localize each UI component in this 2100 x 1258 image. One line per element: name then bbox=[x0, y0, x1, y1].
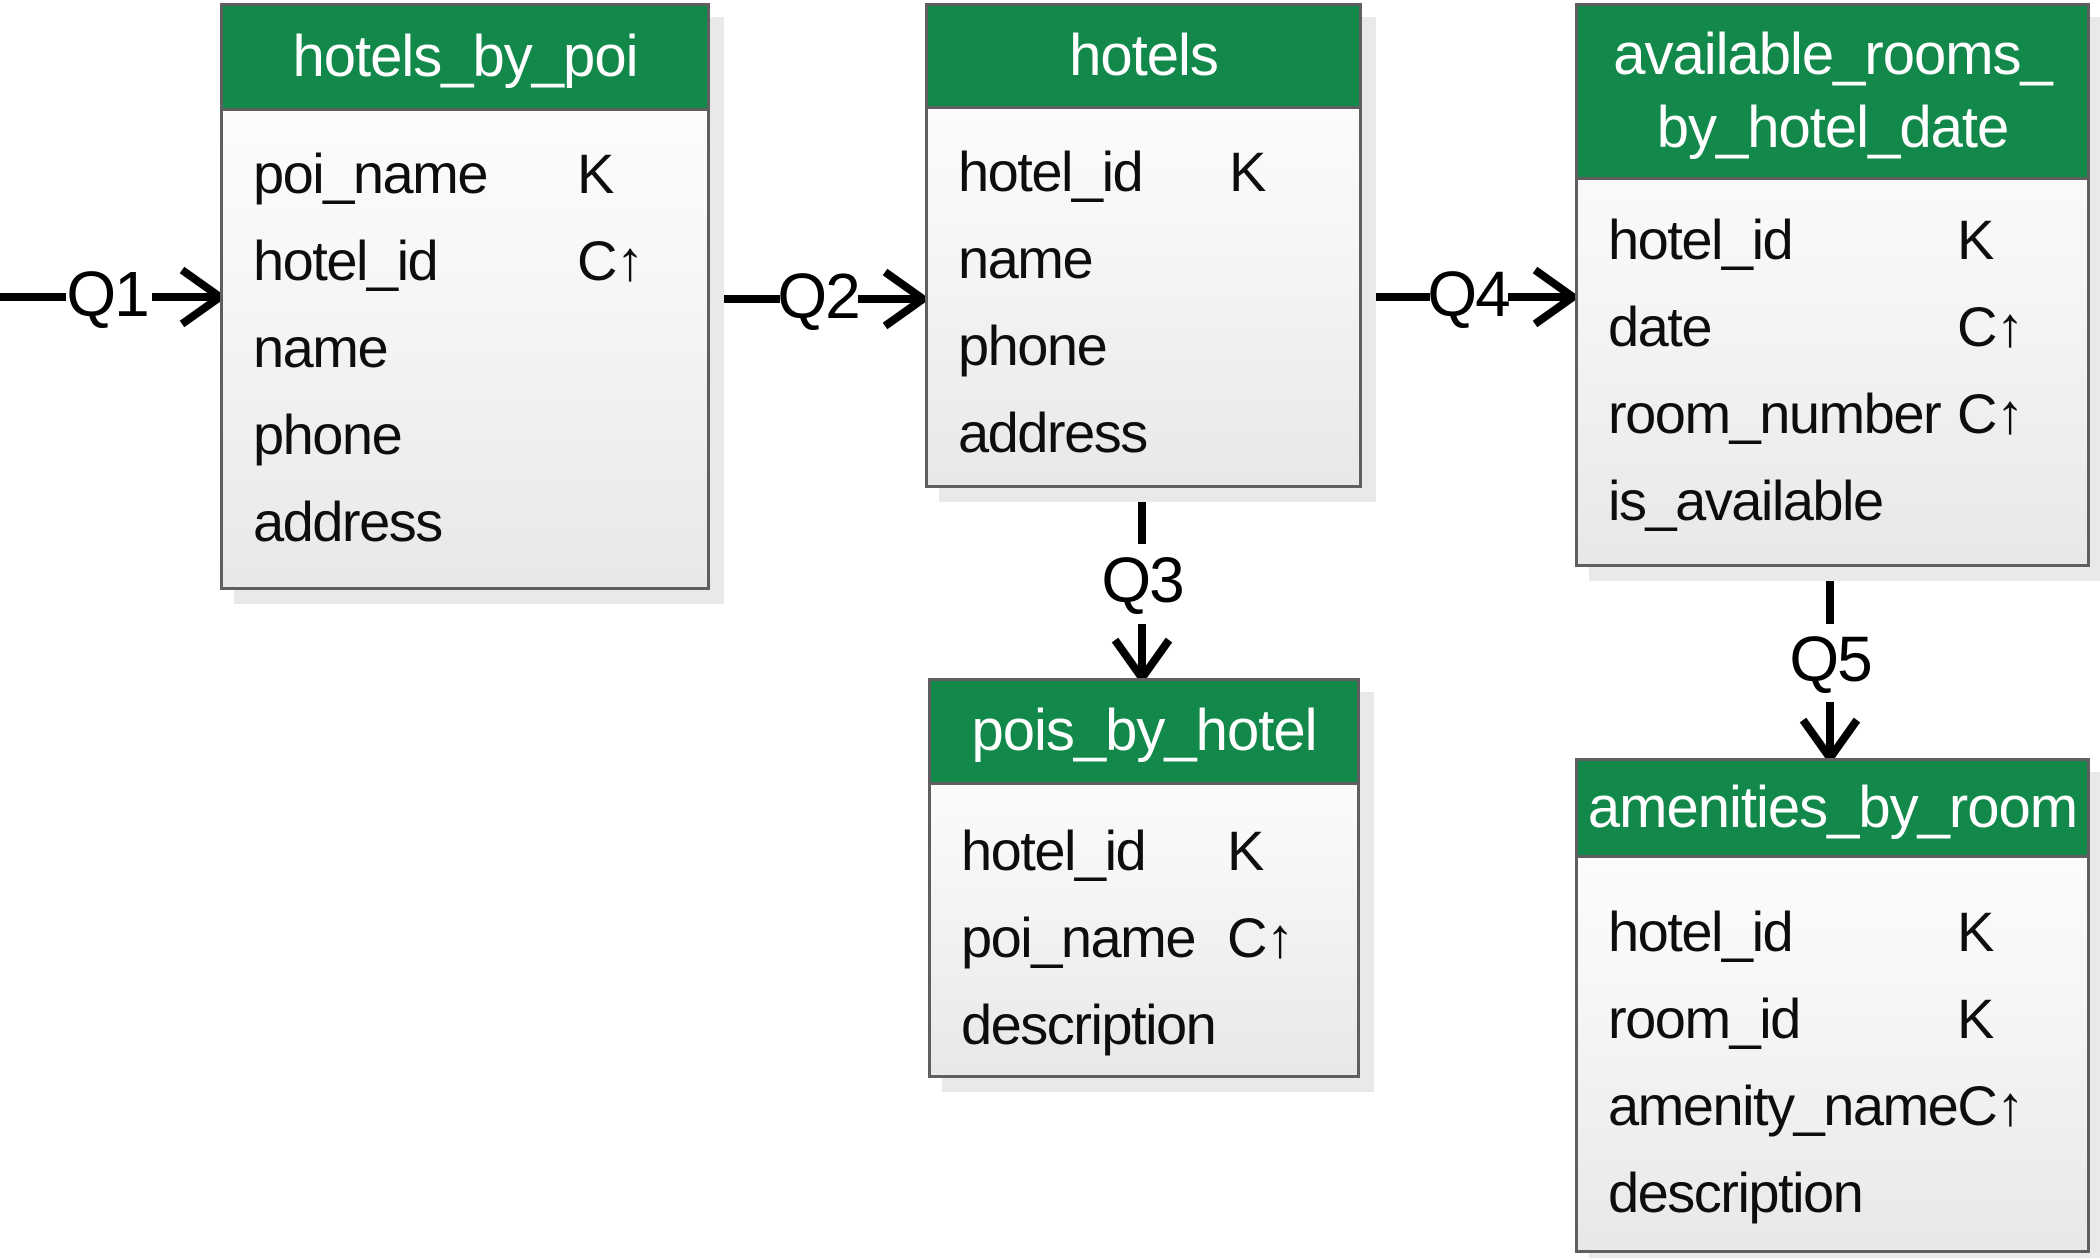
column-key: K bbox=[1957, 208, 1994, 271]
arrow-q4 bbox=[1364, 266, 1580, 328]
column-name: hotel_id bbox=[961, 819, 1147, 882]
column-name: name bbox=[253, 316, 389, 379]
column-name: phone bbox=[958, 314, 1108, 377]
column-key: K bbox=[1229, 140, 1266, 203]
column-key: C↑ bbox=[1957, 1074, 2024, 1137]
column-name: name bbox=[958, 227, 1094, 290]
table-title-line1: available_rooms_ bbox=[1613, 22, 2053, 87]
table-body: hotel_id K date C↑ room_number C↑ is_ava… bbox=[1578, 180, 2087, 544]
column-row: hotel_id K bbox=[1578, 888, 2087, 975]
column-name: room_number bbox=[1608, 382, 1942, 445]
table-title: pois_by_hotel bbox=[971, 698, 1318, 764]
column-row: phone bbox=[928, 302, 1359, 389]
column-name: hotel_id bbox=[1608, 208, 1794, 271]
column-name: description bbox=[961, 993, 1217, 1056]
column-row: phone bbox=[223, 391, 707, 478]
column-row: room_id K bbox=[1578, 975, 2087, 1062]
column-key: K bbox=[577, 142, 614, 205]
column-row: date C↑ bbox=[1578, 283, 2087, 370]
column-name: hotel_id bbox=[253, 229, 439, 292]
column-row: hotel_id C↑ bbox=[223, 217, 707, 304]
column-row: address bbox=[928, 389, 1359, 476]
table-header: available_rooms_ by_hotel_date bbox=[1578, 6, 2087, 180]
column-row: name bbox=[928, 215, 1359, 302]
column-name: hotel_id bbox=[1608, 900, 1794, 963]
table-body: hotel_id K name phone address bbox=[928, 109, 1359, 476]
query-label-q4: Q4 bbox=[1427, 258, 1510, 331]
table-body: hotel_id K room_id K amenity_name C↑ des… bbox=[1578, 858, 2087, 1236]
table-title: hotels bbox=[1069, 22, 1219, 88]
table-body: poi_name K hotel_id C↑ name phone addres… bbox=[223, 111, 707, 565]
column-row: amenity_name C↑ bbox=[1578, 1062, 2087, 1149]
column-key: K bbox=[1957, 987, 1994, 1050]
table-hotels: hotels hotel_id K name phone address bbox=[925, 3, 1362, 488]
table-title: amenities_by_room bbox=[1587, 774, 2078, 840]
column-key: C↑ bbox=[1957, 295, 2024, 358]
column-key: C↑ bbox=[1957, 382, 2024, 445]
column-name: hotel_id bbox=[958, 140, 1144, 203]
table-title-line2: by_hotel_date bbox=[1656, 94, 2009, 160]
column-key: K bbox=[1957, 900, 1994, 963]
query-label-q1: Q1 bbox=[66, 258, 149, 331]
column-name: poi_name bbox=[253, 142, 488, 205]
column-name: description bbox=[1608, 1161, 1864, 1224]
arrow-q2 bbox=[712, 268, 930, 330]
column-name: amenity_name bbox=[1608, 1074, 1959, 1137]
table-title: hotels_by_poi bbox=[292, 23, 639, 89]
table-header: hotels bbox=[928, 6, 1359, 109]
column-row: hotel_id K bbox=[931, 807, 1357, 894]
table-body: hotel_id K poi_name C↑ description bbox=[931, 785, 1357, 1068]
column-row: hotel_id K bbox=[1578, 196, 2087, 283]
query-label-q5: Q5 bbox=[1789, 623, 1872, 696]
column-row: poi_name K bbox=[223, 130, 707, 217]
column-name: phone bbox=[253, 403, 403, 466]
column-key: C↑ bbox=[1227, 906, 1294, 969]
column-row: poi_name C↑ bbox=[931, 894, 1357, 981]
column-row: description bbox=[1578, 1149, 2087, 1236]
table-header: pois_by_hotel bbox=[931, 681, 1357, 785]
column-key: C↑ bbox=[577, 229, 644, 292]
column-name: date bbox=[1608, 295, 1713, 358]
column-row: room_number C↑ bbox=[1578, 370, 2087, 457]
column-name: room_id bbox=[1608, 987, 1801, 1050]
column-row: hotel_id K bbox=[928, 128, 1359, 215]
table-header: amenities_by_room bbox=[1578, 761, 2087, 858]
column-row: address bbox=[223, 478, 707, 565]
query-label-q3: Q3 bbox=[1101, 544, 1184, 617]
column-row: is_available bbox=[1578, 457, 2087, 544]
column-row: name bbox=[223, 304, 707, 391]
query-label-q2: Q2 bbox=[777, 260, 860, 333]
table-hotels-by-poi: hotels_by_poi poi_name K hotel_id C↑ nam… bbox=[220, 3, 710, 590]
column-name: address bbox=[253, 490, 443, 553]
column-name: address bbox=[958, 401, 1148, 464]
column-row: description bbox=[931, 981, 1357, 1068]
column-name: poi_name bbox=[961, 906, 1196, 969]
column-key: K bbox=[1227, 819, 1264, 882]
column-name: is_available bbox=[1608, 469, 1884, 532]
table-pois-by-hotel: pois_by_hotel hotel_id K poi_name C↑ des… bbox=[928, 678, 1360, 1078]
table-header: hotels_by_poi bbox=[223, 6, 707, 111]
table-available-rooms-by-hotel-date: available_rooms_ by_hotel_date hotel_id … bbox=[1575, 3, 2090, 567]
table-amenities-by-room: amenities_by_room hotel_id K room_id K a… bbox=[1575, 758, 2090, 1253]
